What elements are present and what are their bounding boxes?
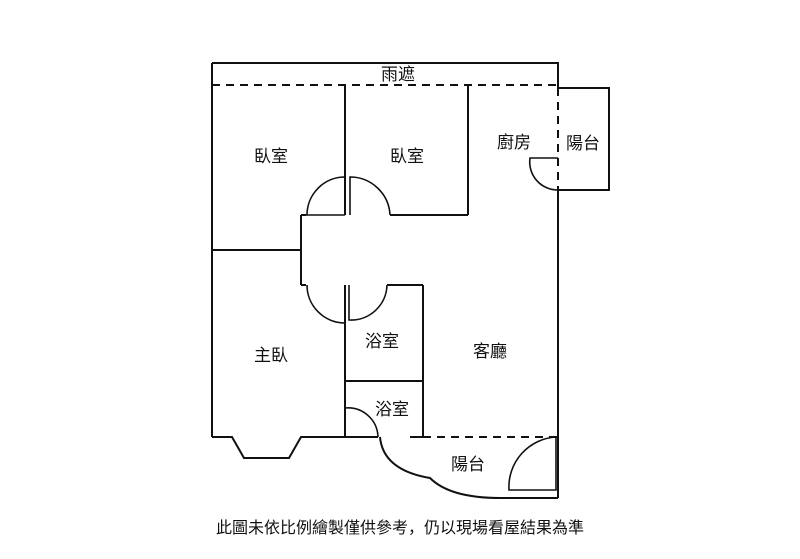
label-canopy: 雨遮 — [381, 65, 415, 85]
label-bedroom-right: 臥室 — [390, 147, 424, 167]
label-bathroom-upper: 浴室 — [365, 332, 399, 352]
side-balcony-wall — [558, 87, 610, 191]
label-kitchen: 廚房 — [497, 132, 531, 153]
label-master-bedroom: 主臥 — [254, 346, 288, 366]
bay-window — [212, 436, 345, 459]
interior-walls — [212, 85, 469, 437]
front-balcony-curve — [379, 436, 558, 499]
label-living-room: 客廳 — [473, 342, 507, 362]
label-balcony-front: 陽台 — [451, 455, 485, 475]
label-bathroom-lower: 浴室 — [375, 400, 409, 420]
door-swings — [306, 157, 559, 491]
label-balcony-side: 陽台 — [566, 134, 600, 154]
label-bedroom-left: 臥室 — [254, 147, 288, 167]
outer-walls — [211, 62, 559, 498]
disclaimer-note: 此圖未依比例繪製僅供參考，仍以現場看屋結果為準 — [215, 518, 584, 537]
